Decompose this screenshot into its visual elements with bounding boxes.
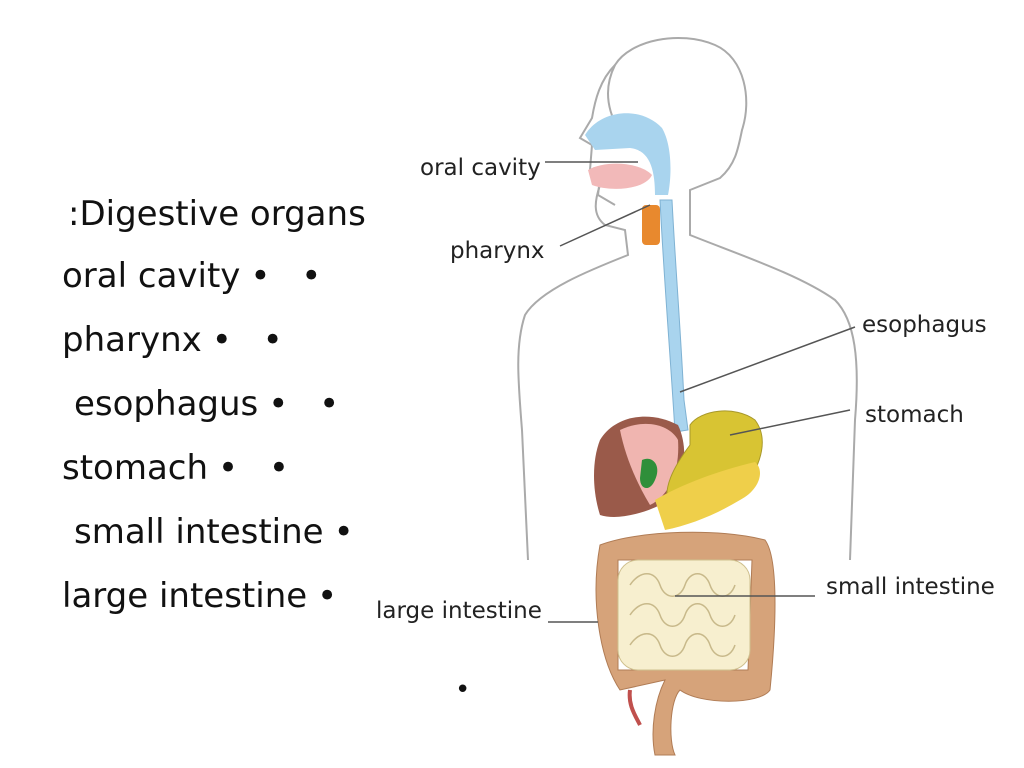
stomach-leader — [729, 409, 851, 436]
bullet-marker: • • — [250, 256, 332, 296]
list-item: esophagus• • — [62, 384, 364, 448]
list-item-label: stomach — [62, 448, 209, 488]
list-item-label: pharynx — [62, 320, 202, 360]
list-item: small intestine• — [62, 512, 364, 576]
appendix-shape — [627, 689, 642, 726]
slide-title: :Digestive organs — [68, 194, 366, 234]
large-intestine-label: large intestine — [376, 598, 542, 624]
pancreas-shape — [655, 462, 760, 530]
small-intestine-shape — [617, 559, 751, 671]
organ-list: oral cavity• • pharynx• • esophagus• • s… — [62, 256, 364, 640]
list-item-label: large intestine — [62, 576, 308, 616]
stomach-label: stomach — [865, 402, 964, 428]
list-item: oral cavity• • — [62, 256, 364, 320]
list-item: stomach• • — [62, 448, 364, 512]
esophagus-label: esophagus — [862, 312, 987, 338]
body-outline — [517, 37, 858, 561]
list-item-label: small intestine — [74, 512, 324, 552]
pharynx-leader — [559, 204, 651, 247]
small-intestine-coils — [629, 573, 736, 657]
bullet-marker: • • — [218, 448, 299, 488]
list-item: large intestine• — [62, 576, 364, 640]
bullet-marker: • • — [211, 320, 293, 360]
list-item-label: oral cavity — [62, 256, 241, 296]
bullet-marker: • — [333, 512, 364, 552]
mouth-shape — [588, 163, 652, 189]
stray-bullet: • — [455, 675, 470, 705]
bullet-marker: • — [317, 576, 348, 616]
esophagus-shape — [659, 199, 689, 433]
small-intestine-label: small intestine — [826, 574, 995, 600]
bullet-marker: • • — [268, 384, 350, 424]
pharynx-shape — [642, 205, 660, 245]
list-item-label: esophagus — [74, 384, 259, 424]
list-item: pharynx• • — [62, 320, 364, 384]
nasal-cavity — [585, 113, 671, 195]
pharynx-label: pharynx — [450, 238, 545, 264]
esophagus-leader — [679, 326, 856, 393]
gallbladder-shape — [640, 458, 658, 489]
oral-cavity-label: oral cavity — [420, 155, 541, 181]
